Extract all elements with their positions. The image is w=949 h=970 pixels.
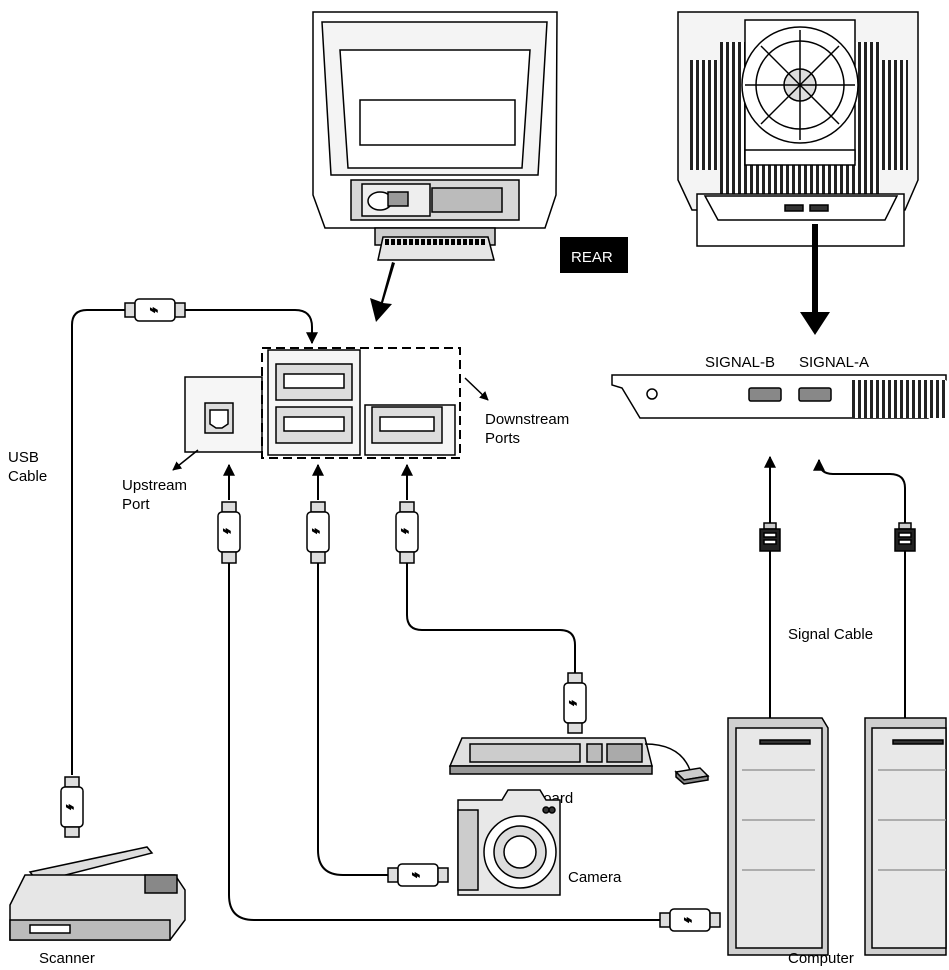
usb-plug-upstream: ⌁ bbox=[217, 501, 241, 564]
vga-plug-signal-a bbox=[894, 522, 916, 552]
scanner-label: Scanner bbox=[39, 950, 95, 967]
svg-text:⌁: ⌁ bbox=[684, 912, 692, 927]
upstream-port-label-line2: Port bbox=[122, 496, 150, 513]
crt-to-hub-arrow bbox=[370, 262, 395, 322]
usb-plug-computer: ⌁ bbox=[659, 908, 721, 932]
downstream-ports-label-line1: Downstream bbox=[485, 411, 569, 428]
usb-plug-keyboard: ⌁ bbox=[563, 672, 587, 734]
computer-tower-2 bbox=[864, 717, 947, 956]
svg-text:⌁: ⌁ bbox=[150, 302, 158, 317]
usb-plug-camera: ⌁ bbox=[387, 863, 449, 887]
upstream-port-label-line1: Upstream bbox=[122, 477, 187, 494]
usb-plug-keyboard-hub: ⌁ bbox=[395, 501, 419, 564]
lcd-to-signal-arrow bbox=[800, 224, 830, 335]
svg-text:⌁: ⌁ bbox=[412, 867, 420, 882]
camera bbox=[457, 789, 561, 896]
usb-cable-label-line2: Cable bbox=[8, 468, 47, 485]
svg-text:⌁: ⌁ bbox=[312, 523, 320, 538]
usb-hub-panel bbox=[184, 349, 456, 456]
usb-cable-label-line1: USB bbox=[8, 449, 39, 466]
vga-plug-signal-b bbox=[759, 522, 781, 552]
svg-text:⌁: ⌁ bbox=[223, 523, 231, 538]
signal-port-panel bbox=[611, 374, 947, 419]
scanner bbox=[9, 846, 186, 941]
usb-plug-camera-hub: ⌁ bbox=[306, 501, 330, 564]
rear-badge: REAR bbox=[560, 237, 628, 273]
downstream-ports-label-line2: Ports bbox=[485, 430, 520, 447]
signal-b-port bbox=[748, 387, 782, 402]
usb-plug-scanner-hub: ⌁ bbox=[124, 298, 186, 322]
downstream-ports-outline bbox=[261, 347, 461, 459]
cables bbox=[71, 309, 906, 921]
usb-plug-scanner: ⌁ bbox=[60, 776, 84, 838]
signal-b-label: SIGNAL-B bbox=[705, 354, 775, 371]
computer-label: Computer bbox=[788, 950, 854, 967]
keyboard bbox=[448, 737, 691, 775]
svg-text:⌁: ⌁ bbox=[66, 799, 74, 814]
svg-text:⌁: ⌁ bbox=[569, 695, 577, 710]
mouse bbox=[674, 767, 710, 785]
rear-label: REAR bbox=[571, 249, 613, 266]
signal-cable-label: Signal Cable bbox=[788, 626, 873, 643]
crt-monitor-rear bbox=[312, 11, 558, 261]
signal-a-port bbox=[798, 387, 832, 402]
camera-label: Camera bbox=[568, 869, 622, 886]
computer-tower-1 bbox=[727, 717, 829, 956]
signal-a-label: SIGNAL-A bbox=[799, 354, 869, 371]
svg-text:⌁: ⌁ bbox=[401, 523, 409, 538]
lcd-monitor-rear bbox=[677, 11, 919, 247]
